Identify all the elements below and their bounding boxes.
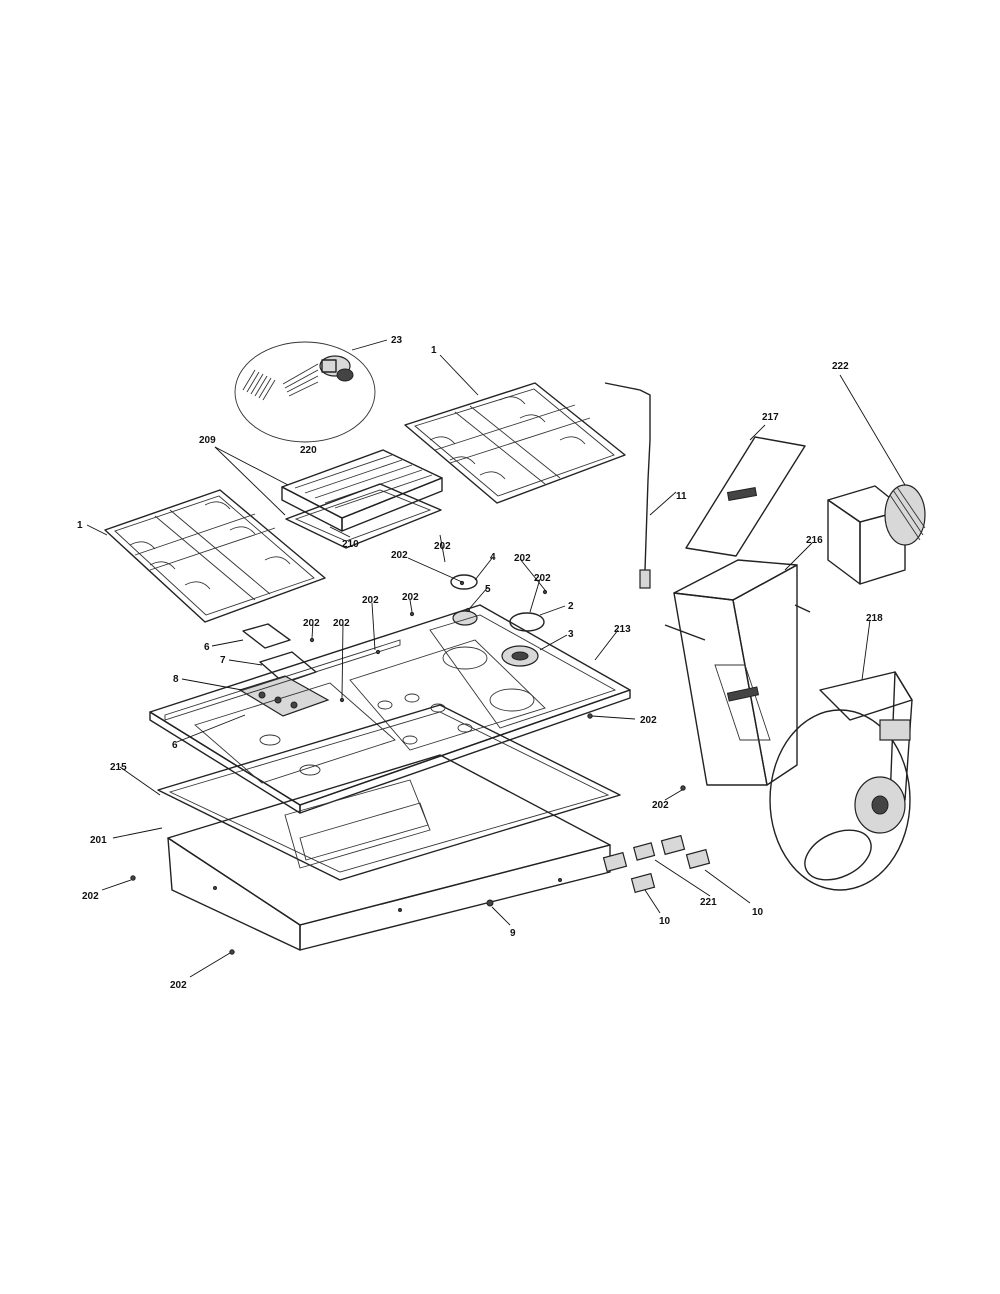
callout-1: 1 bbox=[77, 520, 83, 531]
burner-parts bbox=[450, 574, 545, 667]
grill-pan-210 bbox=[285, 483, 442, 549]
callout-202: 202 bbox=[434, 541, 451, 552]
callout-202: 202 bbox=[514, 553, 531, 564]
callout-202: 202 bbox=[391, 550, 408, 561]
knob-221 bbox=[633, 842, 656, 861]
control-knobs bbox=[602, 834, 711, 894]
part-23-igniter-module bbox=[319, 355, 354, 382]
duct-216 bbox=[664, 559, 811, 786]
label-217 bbox=[685, 436, 806, 557]
griddle-209 bbox=[281, 449, 443, 532]
callout-4: 4 bbox=[490, 552, 496, 563]
blower-218 bbox=[769, 671, 913, 891]
callout-23: 23 bbox=[391, 335, 403, 346]
callout-202: 202 bbox=[652, 800, 669, 811]
callout-202: 202 bbox=[303, 618, 320, 629]
fan-motor-222 bbox=[827, 484, 926, 585]
grate-right-1 bbox=[404, 382, 626, 504]
grill-plate-6 bbox=[242, 623, 291, 649]
callout-9: 9 bbox=[510, 928, 516, 939]
callout-10: 10 bbox=[659, 916, 671, 927]
callout-5: 5 bbox=[485, 584, 491, 595]
callout-6: 6 bbox=[204, 642, 210, 653]
callout-202: 202 bbox=[402, 592, 419, 603]
leader-lines bbox=[86, 339, 906, 978]
knob-10 bbox=[660, 834, 686, 856]
burner-cap-2 bbox=[509, 612, 545, 632]
callout-7: 7 bbox=[220, 655, 226, 666]
callout-216: 216 bbox=[806, 535, 823, 546]
callout-labels: 23 1 222 220 209 217 1 11 210 216 202 4 … bbox=[77, 335, 883, 991]
burner-box-201 bbox=[167, 754, 611, 951]
callout-202: 202 bbox=[362, 595, 379, 606]
callout-11: 11 bbox=[676, 491, 687, 502]
callout-209: 209 bbox=[199, 435, 216, 446]
knob-10 bbox=[630, 872, 656, 894]
callout-10: 10 bbox=[752, 907, 764, 918]
callout-2: 2 bbox=[568, 601, 574, 612]
callout-3: 3 bbox=[568, 629, 574, 640]
callout-6: 6 bbox=[172, 740, 178, 751]
callout-202: 202 bbox=[333, 618, 350, 629]
callout-202: 202 bbox=[534, 573, 551, 584]
callout-202: 202 bbox=[170, 980, 187, 991]
cooktop-213 bbox=[149, 604, 631, 814]
callout-221: 221 bbox=[700, 897, 717, 908]
knob-10 bbox=[602, 851, 628, 873]
callout-201: 201 bbox=[90, 835, 107, 846]
callout-202: 202 bbox=[640, 715, 657, 726]
burner-cap-4 bbox=[450, 574, 478, 590]
callout-213: 213 bbox=[614, 624, 631, 635]
callout-215: 215 bbox=[110, 762, 127, 773]
hardware-kit-detail-220 bbox=[234, 341, 376, 443]
grill-element-8 bbox=[238, 675, 330, 717]
thermocouple-11 bbox=[604, 382, 651, 589]
callout-202: 202 bbox=[82, 891, 99, 902]
callout-220: 220 bbox=[300, 445, 317, 456]
trim-frame-215 bbox=[157, 704, 621, 881]
callout-8: 8 bbox=[173, 674, 179, 685]
callout-218: 218 bbox=[866, 613, 883, 624]
callout-222: 222 bbox=[832, 361, 849, 372]
grill-components bbox=[238, 623, 330, 717]
callout-210: 210 bbox=[342, 539, 359, 550]
callout-217: 217 bbox=[762, 412, 779, 423]
grate-left-1 bbox=[104, 489, 326, 623]
knob-10 bbox=[685, 848, 711, 870]
callout-1: 1 bbox=[431, 345, 437, 356]
